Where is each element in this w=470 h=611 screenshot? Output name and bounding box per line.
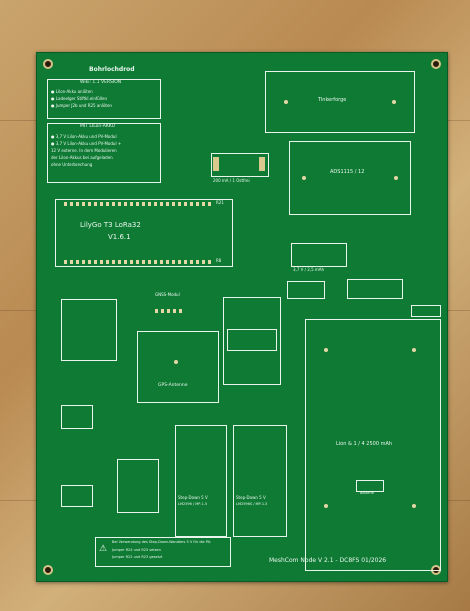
connector-outline [61,405,93,429]
note-line: Bei Verwendung des Step-Down-Wandlers 5 … [112,540,212,544]
notes-box-1-title: Wiki: 1.1 VERSION [80,80,122,85]
pin-header [64,260,214,264]
notes-line: der Lilon-Akkus bei aufgeladen [51,155,113,160]
notes-line: ● 3,7 V Lilon-Akku und PV-Modul + [51,141,122,146]
gps-small-label: GNSS-Modul [155,292,180,297]
mounting-hole [43,59,53,69]
gps-label: GPS-Antenne [158,383,188,388]
lilygo-title: LilyGo T3 LoRa32 [80,221,141,229]
center-submodule [227,329,277,351]
note-line: Jumper R22 und R23 gesetzt [112,555,163,559]
pin-header [155,309,185,313]
connector-outline [347,279,403,299]
board-signature: MeshCom Node V 2.1 - DC8FS 01/2026 [269,557,387,564]
pin-header [64,202,214,206]
battery-holder-outline: Lion & 1 / 4 2500 mAh Batterie [305,319,441,571]
lilygo-module-outline: LilyGo T3 LoRa32 V1.6.1 R21 R8 [55,199,233,267]
warning-icon: ⚠ [99,544,108,554]
notes-line: 12 V externe. In dem Modulieren [51,148,117,153]
module-outline-left [61,299,117,361]
notes-box-1: Wiki: 1.1 VERSION ● Lilon-Akku anlöten ●… [47,79,161,119]
notes-line: ● Jumper J2b und R25 anlöten [51,103,112,108]
fuse-label: 200 mA / 1 Ostfrei [213,178,250,183]
battery-label: Lion & 1 / 4 2500 mAh [336,441,393,447]
stepdown-converter-2: Step-Down 5 V LM2596S / MP-1.5 [233,425,287,537]
module-outline-top-right: Tinkerforge [265,71,415,133]
ref-label: R21 [216,200,224,205]
mounting-hole [43,565,53,575]
battery-small-label: Batterie [360,491,375,495]
component-outline [117,459,159,513]
connector-outline [61,485,93,507]
center-module-outline [223,297,281,385]
stepdown-2-title: Step-Down 5 V [236,495,266,500]
notes-box-2: MIT LILon-AKKU ● 3,7 V Lilon-Akku und PV… [47,123,161,183]
module-label: Tinkerforge [318,97,347,103]
fuse-holder [211,153,269,177]
mounting-hole [431,59,441,69]
switch-outline [287,281,325,299]
lilygo-version: V1.6.1 [108,233,131,241]
power-label: 3,7 V / 2,5 mAh [293,267,325,272]
connector-outline [291,243,347,267]
stepdown-1-model: LM2596 / MP-1.5 [178,502,208,506]
notes-line: ● Ladeelger Stiftkl.einfüllen [51,96,108,101]
notes-line: ● 3,7 V Lilon-Akku und PV-Modul [51,134,117,139]
stepdown-converter-1: Step-Down 5 V LM2596 / MP-1.5 [175,425,227,537]
stepdown-2-model: LM2596S / MP-1.5 [236,502,268,506]
notes-box-2-title: MIT LILon-AKKU [80,124,115,129]
pcb-board: Bohrlochdrod Wiki: 1.1 VERSION ● Lilon-A… [36,52,448,582]
notes-line: ● Lilon-Akku anlöten [51,89,93,94]
terminal-outline [411,305,441,317]
note-line: Jumper R24 und R25 setzen [112,548,161,552]
module-label: ADS1115 / 12 [330,169,365,175]
ref-label: R8 [216,258,222,263]
notes-line: ohne Unterbrechung [51,162,93,167]
gps-module-outline: GPS-Antenne [137,331,219,403]
board-heading: Bohrlochdrod [89,66,135,73]
stepdown-1-title: Step-Down 5 V [178,495,208,500]
resistor-outline [356,480,384,492]
bottom-note-box: Bei Verwendung des Step-Down-Wandlers 5 … [95,537,231,567]
module-outline-mid-right: ADS1115 / 12 [289,141,411,215]
